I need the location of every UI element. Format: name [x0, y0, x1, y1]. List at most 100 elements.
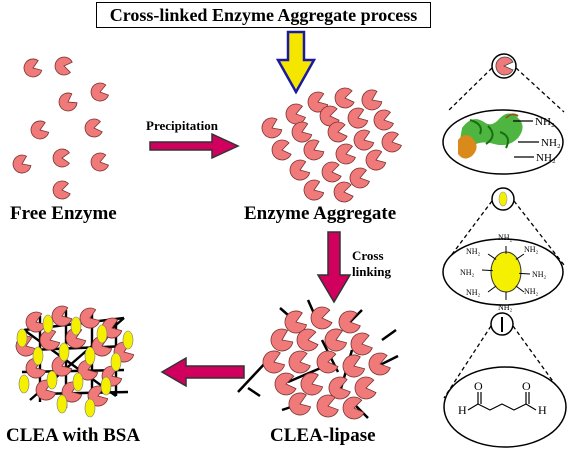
cross-linking-label-line1: Cross — [352, 248, 384, 263]
crosslinked-enzyme-icon — [368, 352, 391, 376]
crosslinked-enzyme-icon — [274, 372, 297, 396]
clea-bsa-label: CLEA with BSA — [6, 425, 141, 446]
protein-structure-icon — [458, 113, 523, 159]
bsa-enzyme-icon — [39, 329, 61, 351]
glutaraldehyde-structure — [467, 392, 537, 411]
aggregated-enzyme-icon — [327, 121, 348, 143]
bsa-enzyme-icon — [51, 305, 73, 327]
free-enzyme-label: Free Enzyme — [10, 203, 117, 224]
crosslinked-enzyme-icon — [354, 376, 377, 400]
aggregated-enzyme-icon — [303, 139, 325, 161]
bsa-molecule-icon — [70, 316, 82, 336]
aggregated-enzyme-icon — [365, 149, 387, 171]
amine-group-label: NH₂ — [498, 303, 513, 312]
crosslinked-enzyme-icon — [310, 306, 333, 330]
aggregated-enzyme-icon — [289, 159, 311, 181]
zoom-bsa-icon — [498, 191, 508, 207]
clea-bsa-cluster — [15, 305, 135, 418]
amine-group-label: NH₂ — [524, 245, 539, 254]
aggregated-enzyme-icon — [347, 107, 369, 129]
clea-lipase-label: CLEA-lipase — [270, 425, 376, 446]
free-enzyme-icon — [90, 152, 110, 172]
enzyme-aggregate-group — [261, 87, 402, 203]
bsa-molecule-icon — [100, 376, 112, 396]
free-enzyme-icon — [54, 56, 73, 76]
aggregated-enzyme-icon — [373, 109, 394, 131]
aggregated-enzyme-icon — [334, 87, 355, 109]
bsa-molecule-icon — [110, 352, 122, 372]
cross-linking-label-line2: linking — [352, 264, 392, 279]
free-enzyme-group — [12, 56, 110, 200]
crosslinked-enzyme-icon — [350, 332, 373, 356]
bsa-molecule-icon — [84, 346, 96, 366]
crosslinked-enzyme-icon — [316, 394, 339, 418]
aggregated-enzyme-icon — [361, 89, 383, 111]
aggregated-enzyme-icon — [291, 121, 313, 143]
crosslinked-enzyme-icon — [262, 350, 286, 374]
aggregated-enzyme-icon — [321, 161, 342, 183]
bsa-molecule-icon — [18, 374, 30, 394]
bsa-molecule-icon — [46, 370, 58, 390]
aggregated-enzyme-icon — [333, 181, 354, 203]
bsa-enzyme-icon — [25, 311, 47, 333]
crosslinked-enzyme-icon — [338, 310, 361, 334]
crosslinked-enzyme-icon — [342, 396, 365, 420]
free-enzyme-icon — [52, 180, 71, 200]
amine-group-label: NH₂ — [536, 152, 556, 164]
amine-group-label: NH₂ — [460, 268, 475, 277]
bsa-molecule-icon — [122, 330, 134, 350]
bsa-enzyme-icon — [79, 307, 101, 329]
crosslink-bond — [381, 328, 397, 342]
crosslinked-enzyme-icon — [270, 328, 294, 352]
bsa-molecule-icon — [32, 346, 44, 366]
process-down-arrow — [275, 30, 317, 95]
amine-group-label: NH₂ — [535, 116, 555, 128]
bsa-molecule-icon — [42, 314, 54, 334]
aldehyde-o-right: O — [522, 379, 531, 393]
crosslink-bond — [247, 386, 261, 398]
zoom-enzyme-icon — [495, 56, 514, 76]
crosslink-bond — [23, 329, 117, 397]
bsa-molecule-icon — [16, 328, 28, 348]
amine-group-label: NH₂ — [532, 270, 547, 279]
bsa-molecule-icon — [58, 342, 70, 362]
bsa-arrow — [160, 356, 245, 388]
bsa-molecule-icon — [84, 398, 96, 418]
crosslinked-enzyme-icon — [288, 350, 311, 374]
aggregated-enzyme-icon — [271, 139, 292, 161]
aggregated-enzyme-icon — [335, 143, 356, 165]
precipitation-arrow — [149, 132, 240, 160]
amine-group-label: NH₂ — [524, 287, 539, 296]
free-enzyme-icon — [90, 82, 110, 102]
enzyme-aggregate-label: Enzyme Aggregate — [244, 203, 397, 224]
free-enzyme-icon — [52, 148, 70, 168]
free-enzyme-icon — [12, 154, 32, 174]
crosslinked-enzyme-icon — [296, 328, 319, 352]
aldehyde-h-left: H — [458, 403, 467, 417]
crosslinked-enzyme-icon — [288, 392, 312, 416]
amine-group-label: NH₂ — [541, 137, 561, 149]
aggregated-enzyme-icon — [353, 129, 375, 151]
crosslinked-enzyme-icon — [328, 376, 351, 400]
free-enzyme-icon — [58, 92, 78, 112]
bsa-molecule-icon — [72, 372, 84, 392]
amine-group-label: NH₂ — [466, 288, 481, 297]
amine-group-label: NH₂ — [498, 233, 513, 242]
crosslink-bond — [237, 359, 269, 393]
free-enzyme-icon — [30, 120, 50, 140]
diagram-title: Cross-linked Enzyme Aggregate process — [96, 2, 431, 28]
bsa-molecule-icon — [56, 394, 68, 414]
crosslinked-enzyme-icon — [300, 372, 324, 396]
amine-group-label: NH₂ — [466, 247, 481, 256]
free-enzyme-icon — [84, 118, 103, 138]
crosslinked-enzyme-icon — [324, 328, 348, 352]
bsa-molecule-icon — [96, 324, 108, 344]
aggregated-enzyme-icon — [261, 117, 283, 139]
aldehyde-h-right: H — [538, 403, 547, 417]
crosslinked-enzyme-icon — [316, 350, 339, 374]
aggregated-enzyme-icon — [381, 131, 402, 153]
crosslinked-enzyme-icon — [342, 354, 366, 378]
aggregated-enzyme-icon — [285, 103, 306, 125]
aggregated-enzyme-icon — [349, 167, 370, 189]
